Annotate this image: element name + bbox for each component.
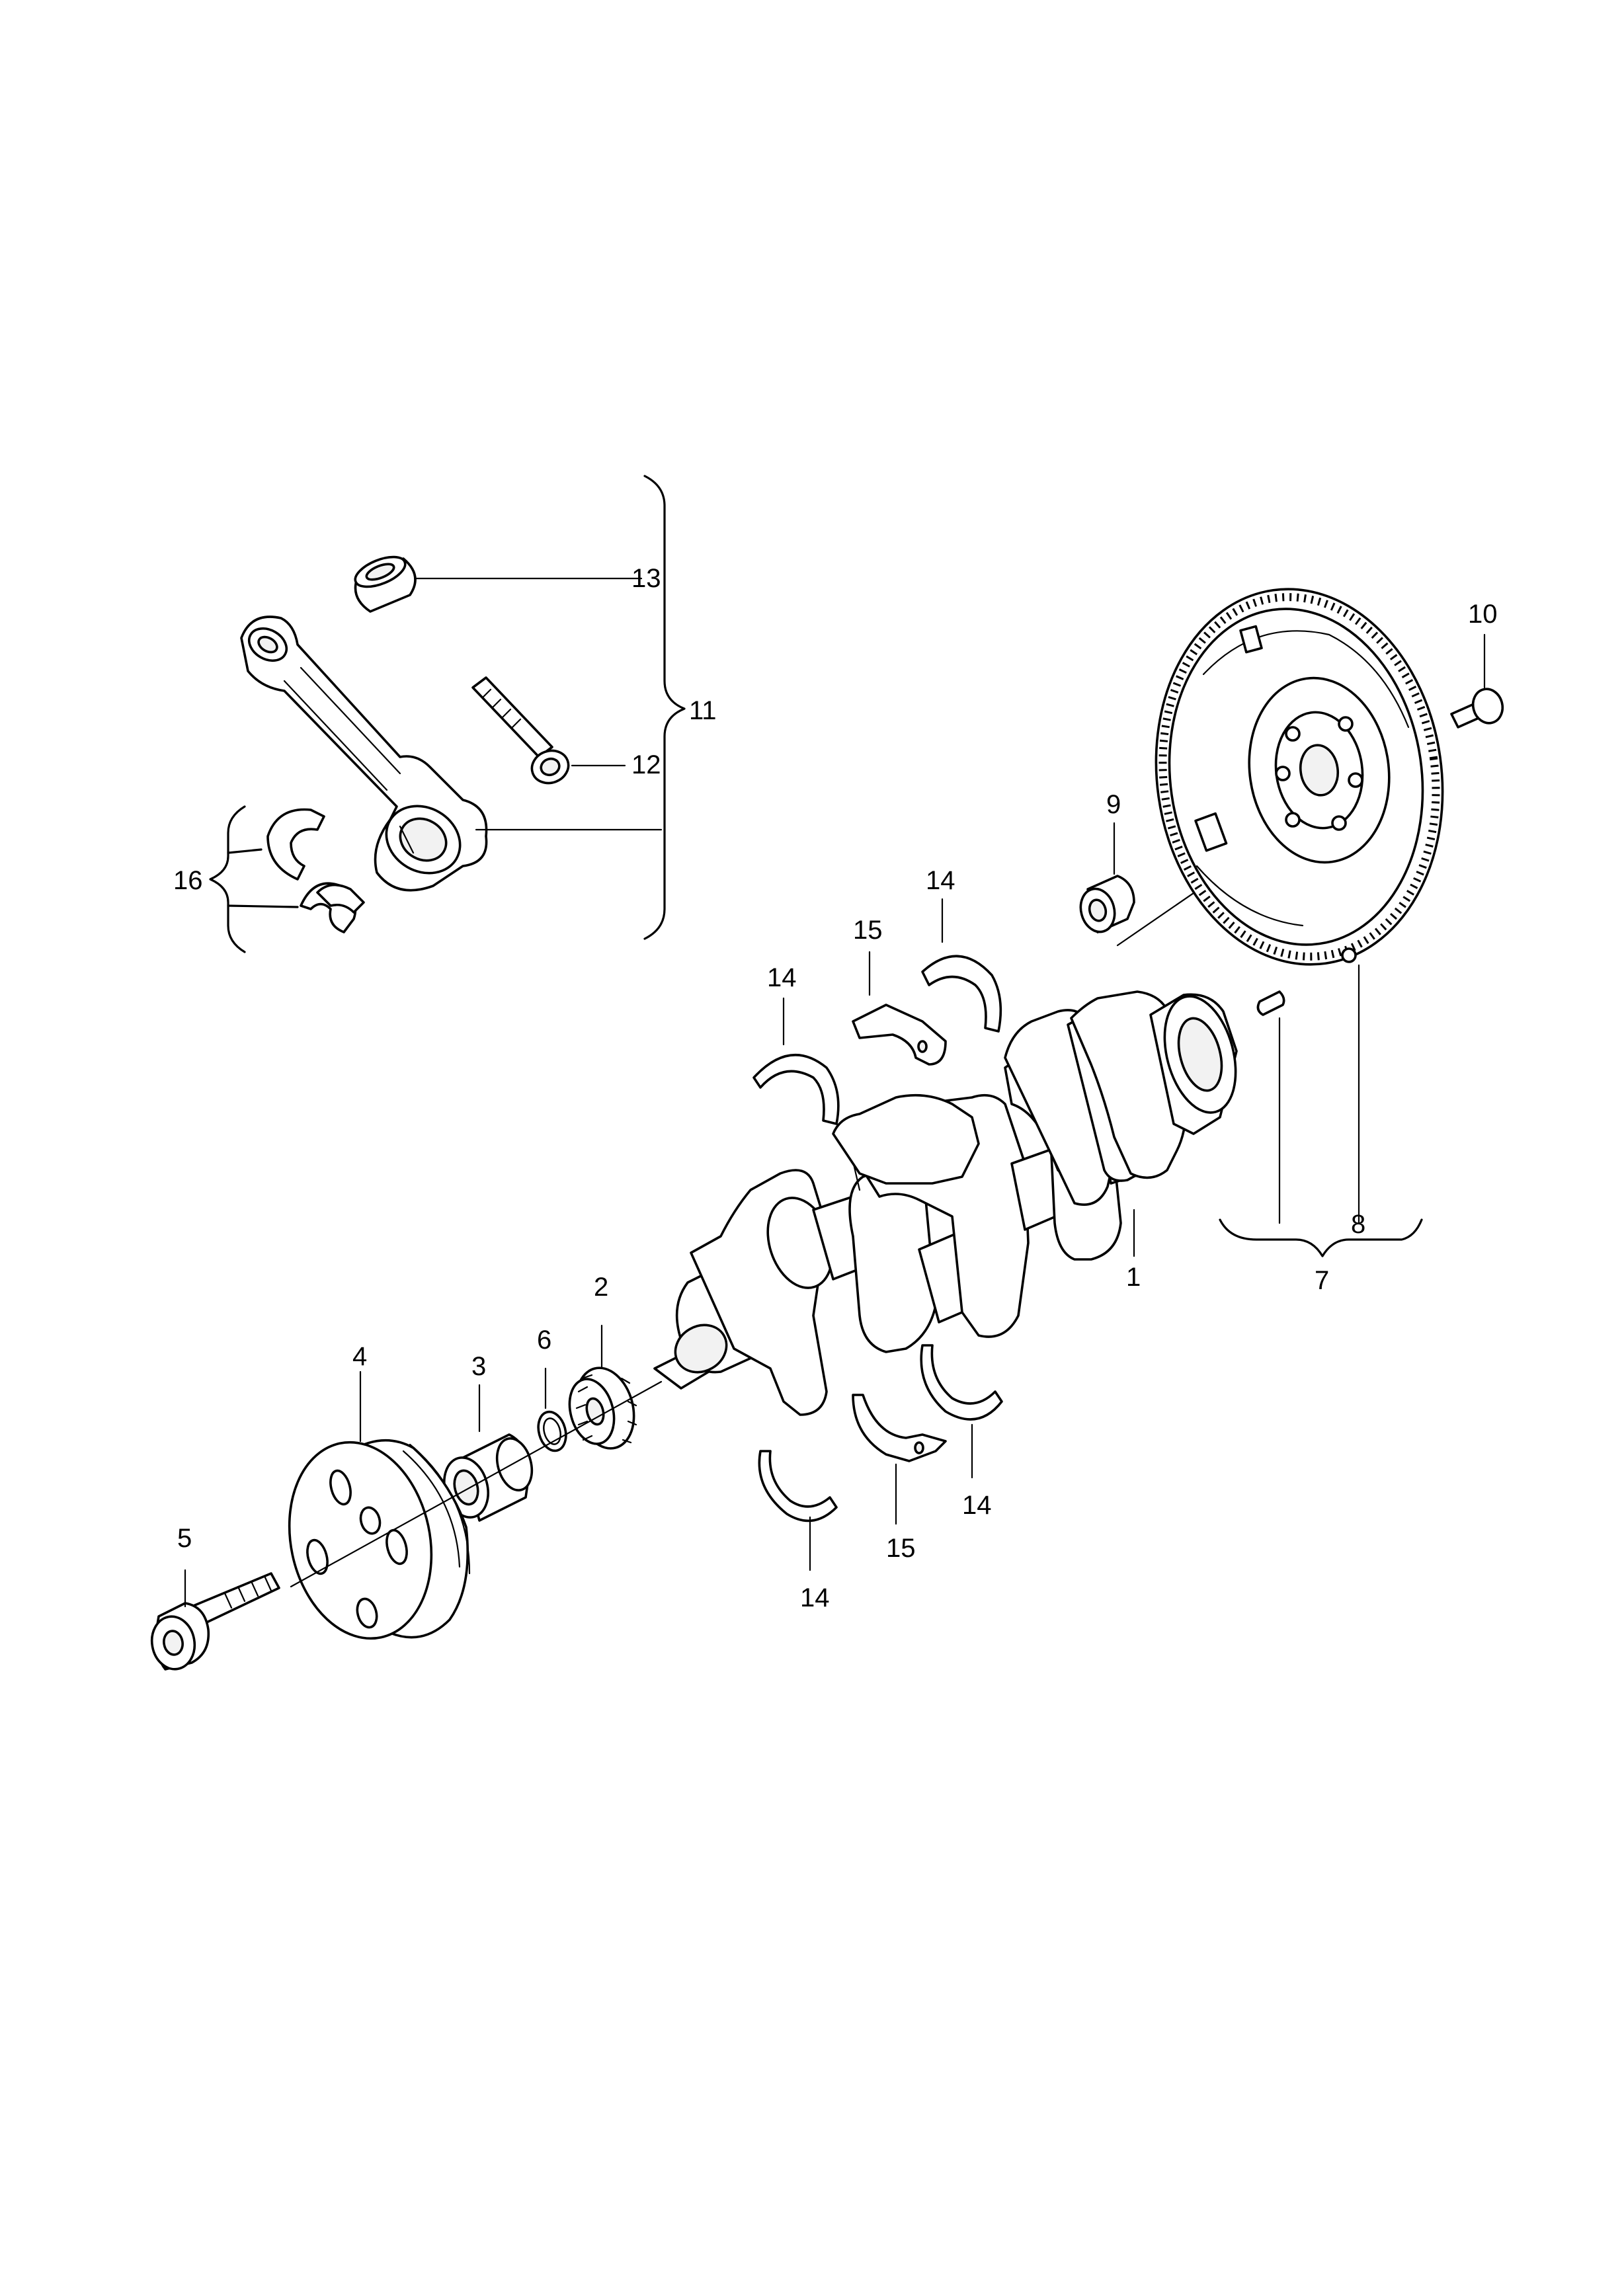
assembly-axis-front (290, 1380, 663, 1588)
callout-9: 9 (1106, 790, 1121, 819)
o-ring (537, 1367, 567, 1452)
callout-4: 4 (352, 1342, 367, 1371)
pilot-bearing (1079, 822, 1135, 933)
callout-14-upper-left: 14 (767, 963, 797, 992)
rod-bolt (471, 676, 626, 785)
connecting-rod-group (209, 475, 686, 953)
main-bearing-upper (852, 951, 947, 1066)
callout-3: 3 (471, 1352, 486, 1381)
vibration-damper-pulley (288, 1370, 471, 1640)
piston-pin (354, 555, 643, 613)
bracket-7 (1219, 1218, 1423, 1257)
main-bearing-lower (852, 1394, 947, 1525)
callout-7: 7 (1315, 1266, 1329, 1295)
rod-bearing-shells (266, 808, 365, 933)
callout-14-lower-right: 14 (962, 1491, 992, 1520)
pulley-bolt (150, 1569, 280, 1671)
thrust-washer-lower-left (758, 1450, 838, 1571)
callout-13: 13 (631, 564, 661, 593)
thrust-washer-upper-left (752, 997, 840, 1125)
flywheel-bolt (1450, 633, 1504, 729)
callout-11: 11 (689, 696, 717, 725)
callout-2: 2 (594, 1273, 608, 1302)
callout-12: 12 (631, 750, 661, 779)
crankshaft (653, 990, 1238, 1416)
flywheel (1155, 588, 1444, 1224)
connecting-rod (240, 615, 663, 892)
dowel-pin (1256, 990, 1285, 1224)
callout-6: 6 (537, 1326, 551, 1355)
callout-15-upper: 15 (853, 916, 883, 945)
callout-15-lower: 15 (886, 1534, 916, 1563)
callout-14-lower-left: 14 (800, 1583, 830, 1612)
callout-8: 8 (1351, 1210, 1365, 1239)
thrust-washer-lower-right (920, 1344, 1003, 1479)
thrust-washer-upper-right (921, 898, 1002, 1033)
crank-sprocket (568, 1324, 637, 1450)
callout-1: 1 (1126, 1263, 1141, 1292)
callout-10: 10 (1468, 600, 1498, 629)
callout-14-upper-right: 14 (926, 866, 955, 895)
callout-16: 16 (173, 866, 203, 895)
callout-5: 5 (177, 1524, 192, 1553)
